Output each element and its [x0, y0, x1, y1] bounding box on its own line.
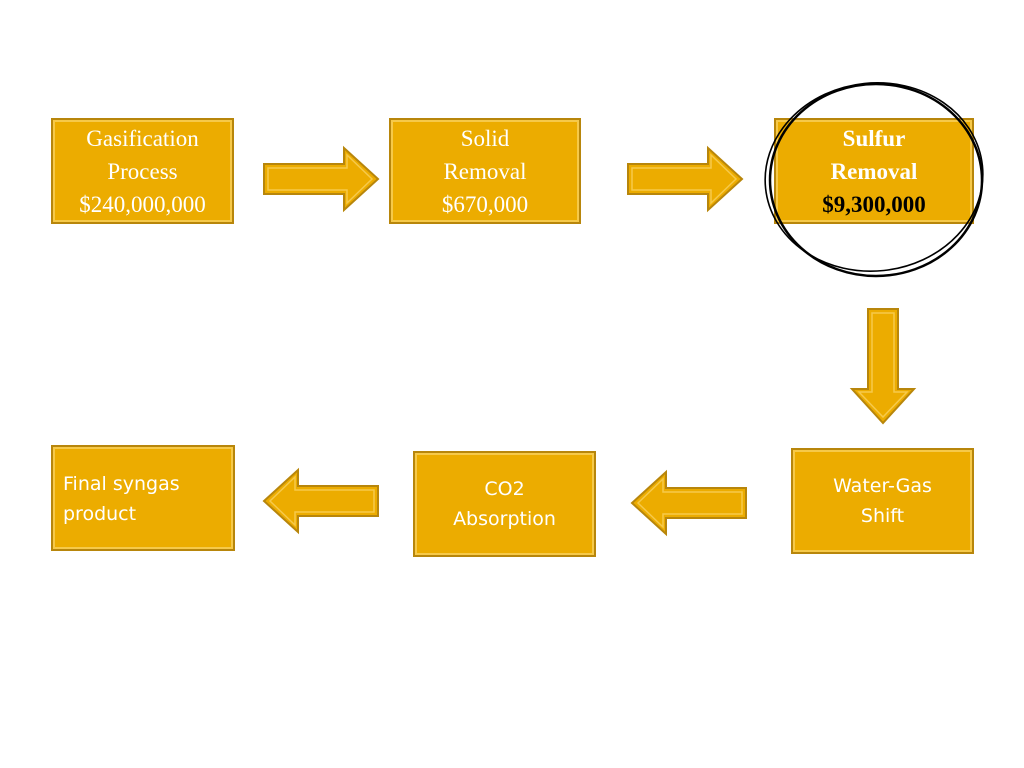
co2-absorption-box: CO2 Absorption: [413, 451, 596, 557]
solid-removal-box: Solid Removal $670,000: [389, 118, 581, 224]
final-syngas-title-line2: product: [63, 503, 137, 525]
final-syngas-title-line1: Final syngas: [63, 473, 180, 495]
water-gas-shift-box: Water-Gas Shift: [791, 448, 974, 554]
gasification-title-line1: Gasification: [86, 125, 199, 151]
final-syngas-box: Final syngas product: [51, 445, 235, 551]
solid-removal-title-line1: Solid: [460, 125, 510, 151]
water-gas-shift-title-line2: Shift: [860, 505, 905, 527]
arrow-down-icon: [849, 308, 917, 425]
sulfur-removal-title-line1: Sulfur: [842, 125, 906, 151]
arrow-left-2-icon: [262, 467, 379, 535]
gasification-process-box: Gasification Process $240,000,000: [51, 118, 234, 224]
arrow-right-2-icon: [627, 145, 744, 213]
water-gas-shift-title-line1: Water-Gas: [833, 475, 932, 497]
solid-removal-title-line2: Removal: [443, 158, 527, 184]
co2-absorption-title-line2: Absorption: [453, 508, 556, 530]
sulfur-removal-box: Sulfur Removal $9,300,000: [774, 118, 974, 224]
sulfur-removal-title-line2: Removal: [830, 158, 918, 184]
arrow-right-1-icon: [263, 145, 380, 213]
gasification-title-line2: Process: [107, 158, 178, 184]
solid-removal-cost: $670,000: [441, 191, 529, 217]
gasification-cost: $240,000,000: [79, 191, 206, 217]
sulfur-removal-cost: $9,300,000: [822, 191, 926, 217]
arrow-left-1-icon: [630, 469, 747, 537]
co2-absorption-title-line1: CO2: [484, 478, 525, 500]
